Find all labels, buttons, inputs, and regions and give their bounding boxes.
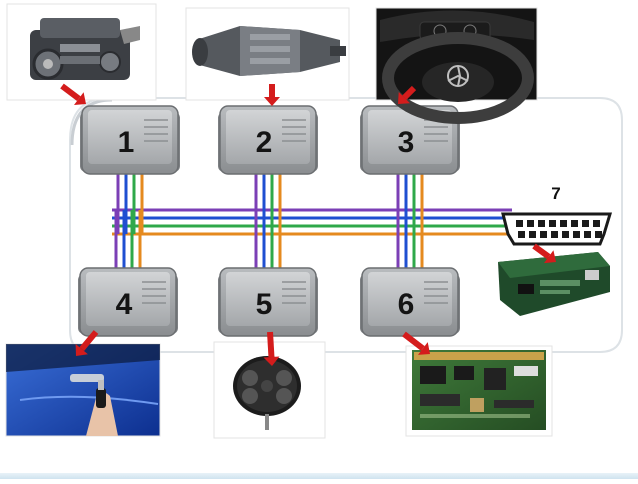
ecu-module-6: 6 bbox=[360, 267, 460, 337]
obd-pin bbox=[516, 220, 523, 227]
connection-arrow bbox=[264, 84, 280, 106]
can-bus-wires bbox=[112, 174, 512, 268]
obd-pin bbox=[560, 220, 567, 227]
ecu-module-5: 5 bbox=[218, 267, 318, 337]
circuit-board-photo bbox=[405, 345, 553, 437]
bottom-strip bbox=[0, 473, 638, 479]
dashboard-photo bbox=[375, 7, 538, 124]
obd-connector bbox=[501, 212, 613, 246]
connection-arrow bbox=[75, 330, 99, 356]
obd-pin bbox=[538, 220, 545, 227]
obd-pin bbox=[571, 220, 578, 227]
diagnostic-tool-photo bbox=[498, 252, 610, 316]
connection-arrow bbox=[398, 85, 417, 104]
obd-pin bbox=[549, 220, 556, 227]
module-number: 2 bbox=[256, 126, 273, 159]
obd-pin bbox=[551, 231, 558, 238]
obd-pin bbox=[573, 231, 580, 238]
circuit-board-icon bbox=[412, 350, 546, 430]
key-fob-remote-icon bbox=[233, 356, 301, 430]
connection-arrow bbox=[402, 331, 430, 355]
module-number: 5 bbox=[256, 288, 273, 321]
obd-pin bbox=[529, 231, 536, 238]
obd-pin bbox=[518, 231, 525, 238]
ecu-module-3: 3 bbox=[360, 105, 460, 175]
obd-pin bbox=[593, 220, 600, 227]
transmission-photo bbox=[185, 7, 350, 101]
transmission-icon bbox=[192, 26, 346, 76]
obd-pin bbox=[584, 231, 591, 238]
connection-arrow bbox=[60, 83, 86, 105]
obd-pin bbox=[527, 220, 534, 227]
engine-photo bbox=[6, 3, 157, 101]
ecu-module-1: 1 bbox=[80, 105, 180, 175]
connection-arrow bbox=[532, 243, 556, 264]
steering-wheel-icon bbox=[380, 10, 534, 124]
module-number: 6 bbox=[398, 288, 415, 321]
obd-pin bbox=[582, 220, 589, 227]
obd-pin bbox=[595, 231, 602, 238]
car-door-with-key-icon bbox=[6, 344, 160, 436]
obd-pin bbox=[540, 231, 547, 238]
car-door-key-photo bbox=[5, 343, 161, 437]
connection-arrow bbox=[263, 331, 280, 366]
ecu-module-4: 4 bbox=[78, 267, 178, 337]
module-number: 4 bbox=[116, 288, 133, 321]
module-group: 1 2 3 4 5 6 bbox=[78, 105, 460, 337]
obd-label: 7 bbox=[551, 184, 560, 203]
ecu-module-2: 2 bbox=[218, 105, 318, 175]
obd-pin bbox=[562, 231, 569, 238]
connection-arrows bbox=[60, 83, 556, 366]
diagnostic-scanner-icon bbox=[498, 252, 610, 316]
engine-icon bbox=[30, 18, 140, 80]
module-number: 1 bbox=[118, 126, 135, 159]
module-number: 3 bbox=[398, 126, 415, 159]
